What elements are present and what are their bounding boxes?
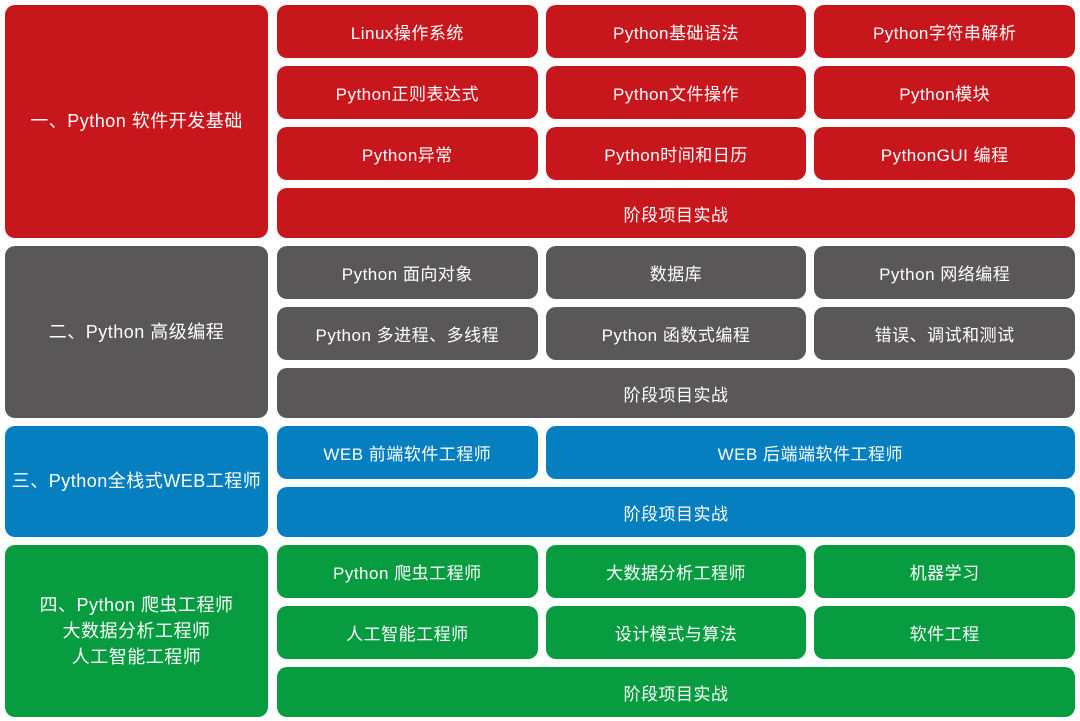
stage-4-section: 四、Python 爬虫工程师 大数据分析工程师 人工智能工程师 Python 爬… [5,545,1076,717]
course-item: 错误、调试和测试 [814,307,1076,360]
stage-1-courses: Linux操作系统 Python基础语法 Python字符串解析 Python正… [277,5,1076,238]
course-item: Python字符串解析 [814,5,1076,58]
stage-2-section: 二、Python 高级编程 Python 面向对象 数据库 Python 网络编… [5,246,1076,418]
stage-3-title: 三、Python全栈式WEB工程师 [5,426,268,537]
course-item: 数据库 [545,246,807,299]
stage-project-bar: 阶段项目实战 [277,188,1075,238]
stage-title-line: 三、Python全栈式WEB工程师 [11,471,262,492]
course-item: Python 函数式编程 [545,307,807,360]
course-item: WEB 后端端软件工程师 [545,426,1075,479]
course-item: 人工智能工程师 [277,606,538,659]
course-item: Python时间和日历 [545,127,807,180]
course-item: Python基础语法 [545,5,807,58]
course-item: Linux操作系统 [277,5,538,58]
course-row: Python 面向对象 数据库 Python 网络编程 [277,246,1076,299]
stage-2-courses: Python 面向对象 数据库 Python 网络编程 Python 多进程、多… [277,246,1076,418]
course-row: WEB 前端软件工程师 WEB 后端端软件工程师 [277,426,1075,479]
course-item: Python模块 [814,66,1076,119]
course-item: 机器学习 [814,545,1076,598]
course-row: Python正则表达式 Python文件操作 Python模块 [277,66,1076,119]
stage-project-bar: 阶段项目实战 [277,487,1075,537]
stage-title-line: 人工智能工程师 [71,647,202,668]
course-row: Python异常 Python时间和日历 PythonGUI 编程 [277,127,1076,180]
course-item: Python 网络编程 [814,246,1076,299]
course-row: 人工智能工程师 设计模式与算法 软件工程 [277,606,1076,659]
course-item: WEB 前端软件工程师 [277,426,538,479]
course-item: 设计模式与算法 [545,606,807,659]
course-item: Python正则表达式 [277,66,538,119]
course-row: Linux操作系统 Python基础语法 Python字符串解析 [277,5,1076,58]
course-row: 阶段项目实战 [277,667,1075,717]
course-item: Python 面向对象 [277,246,538,299]
stage-3-section: 三、Python全栈式WEB工程师 WEB 前端软件工程师 WEB 后端端软件工… [5,426,1075,537]
course-item: PythonGUI 编程 [814,127,1076,180]
course-item: 软件工程 [814,606,1076,659]
stage-4-title: 四、Python 爬虫工程师 大数据分析工程师 人工智能工程师 [5,545,268,717]
course-item: Python 爬虫工程师 [277,545,538,598]
course-item: Python异常 [277,127,538,180]
stage-4-courses: Python 爬虫工程师 大数据分析工程师 机器学习 人工智能工程师 设计模式与… [277,545,1076,717]
stage-title-line: 二、Python 高级编程 [48,321,225,342]
course-item: Python 多进程、多线程 [277,307,538,360]
stage-title-line: 四、Python 爬虫工程师 [39,594,234,615]
course-row: 阶段项目实战 [277,368,1075,418]
stage-title-line: 一、Python 软件开发基础 [30,111,243,132]
stage-1-section: 一、Python 软件开发基础 Linux操作系统 Python基础语法 Pyt… [5,5,1076,238]
course-item: Python文件操作 [545,66,807,119]
stage-title-line: 大数据分析工程师 [62,620,211,641]
course-item: 大数据分析工程师 [545,545,807,598]
course-row: 阶段项目实战 [277,188,1075,238]
stage-1-title: 一、Python 软件开发基础 [5,5,268,238]
stage-project-bar: 阶段项目实战 [277,667,1075,717]
course-row: 阶段项目实战 [277,487,1075,537]
course-row: Python 爬虫工程师 大数据分析工程师 机器学习 [277,545,1076,598]
stage-project-bar: 阶段项目实战 [277,368,1075,418]
course-row: Python 多进程、多线程 Python 函数式编程 错误、调试和测试 [277,307,1076,360]
stage-2-title: 二、Python 高级编程 [5,246,268,418]
stage-3-courses: WEB 前端软件工程师 WEB 后端端软件工程师 阶段项目实战 [277,426,1075,537]
